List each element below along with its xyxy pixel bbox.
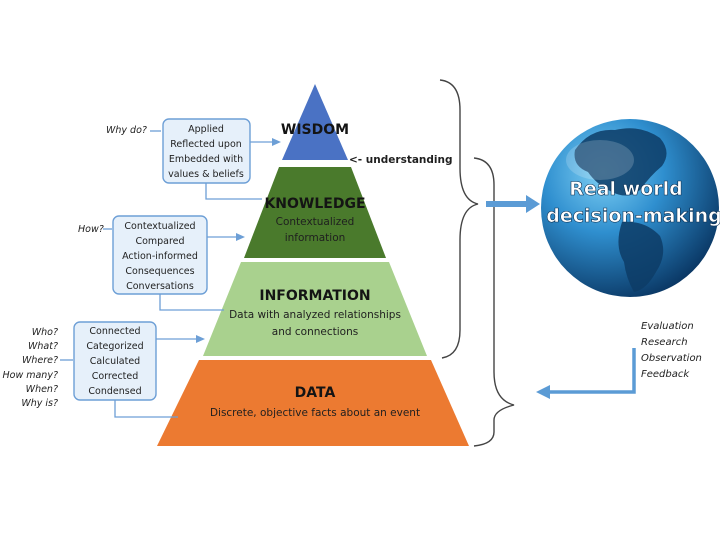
knowledge-question: How? — [78, 224, 104, 235]
wisdom-box-feedback-line — [205, 183, 262, 200]
pyramid — [157, 84, 469, 446]
arrow-icon — [272, 138, 281, 146]
information-box-line-2: Categorized — [86, 341, 143, 352]
knowledge-desc-line-2: information — [285, 232, 346, 244]
knowledge-box-feedback-line — [159, 294, 224, 311]
arrow-icon — [236, 233, 245, 241]
knowledge-box-line-3: Action-informed — [122, 251, 198, 262]
curly-brace-icon — [473, 157, 515, 447]
information-question-4: How many? — [2, 370, 58, 381]
understanding-label: <- understanding — [349, 154, 453, 166]
knowledge-box-line-2: Compared — [135, 236, 184, 247]
globe-landmass-north — [574, 128, 667, 196]
information-side-box: Connected Categorized Calculated Correct… — [73, 321, 157, 401]
feedback-item-evaluation: Evaluation — [641, 321, 694, 332]
wisdom-box-line-2: Reflected upon — [170, 139, 242, 150]
pyramid-tier-knowledge — [244, 167, 386, 258]
curly-brace-icon — [439, 79, 479, 359]
feedback-arrow-line — [548, 348, 636, 394]
information-box-line-4: Corrected — [92, 371, 139, 382]
arrow-icon — [196, 335, 205, 343]
feedback-item-observation: Observation — [641, 353, 702, 364]
wisdom-question: Why do? — [106, 125, 147, 136]
information-title: INFORMATION — [259, 288, 370, 304]
globe-title-line-1: Real world — [569, 178, 683, 200]
information-box-line-1: Connected — [89, 326, 140, 337]
information-question-6: Why is? — [21, 398, 58, 409]
wisdom-title: WISDOM — [281, 122, 349, 138]
information-question-1: Who? — [32, 327, 58, 338]
information-box-feedback-line — [114, 400, 178, 418]
wisdom-box-line-4: values & beliefs — [168, 169, 244, 180]
globe-icon — [541, 119, 719, 297]
pyramid-tier-information — [203, 262, 427, 356]
pyramid-tier-wisdom — [282, 84, 348, 160]
pyramid-tier-data — [157, 360, 469, 446]
arrow-from-feedback — [536, 348, 636, 399]
information-box-line-5: Condensed — [88, 386, 141, 397]
knowledge-box-line-4: Consequences — [125, 266, 194, 277]
information-question-5: When? — [26, 384, 58, 395]
information-box-line-3: Calculated — [90, 356, 140, 367]
information-desc-line-2: and connections — [272, 326, 358, 338]
knowledge-desc-line-1: Contextualized — [276, 216, 355, 228]
data-title: DATA — [295, 385, 336, 401]
information-question-2: What? — [28, 341, 58, 352]
arrow-to-globe-shaft — [486, 201, 528, 207]
feedback-item-feedback: Feedback — [641, 369, 690, 380]
knowledge-box-line-1: Contextualized — [124, 221, 195, 232]
globe-highlight — [566, 140, 634, 180]
feedback-item-research: Research — [641, 337, 688, 348]
wisdom-box-line-3: Embedded with — [169, 154, 243, 165]
globe-title-line-2: decision-making — [546, 205, 720, 227]
globe-landmass-south — [618, 221, 664, 292]
arrow-to-globe — [486, 195, 540, 213]
arrow-icon — [536, 385, 550, 399]
knowledge-box-line-5: Conversations — [126, 281, 194, 292]
information-desc-line-1: Data with analyzed relationships — [229, 309, 401, 321]
knowledge-side-box: Contextualized Compared Action-informed … — [112, 215, 208, 295]
wisdom-side-box: Applied Reflected upon Embedded with val… — [162, 118, 251, 184]
arrow-icon — [526, 195, 540, 213]
data-desc-line-1: Discrete, objective facts about an event — [210, 407, 420, 419]
wisdom-box-line-1: Applied — [188, 124, 224, 135]
knowledge-title: KNOWLEDGE — [264, 196, 365, 212]
information-question-3: Where? — [22, 355, 58, 366]
